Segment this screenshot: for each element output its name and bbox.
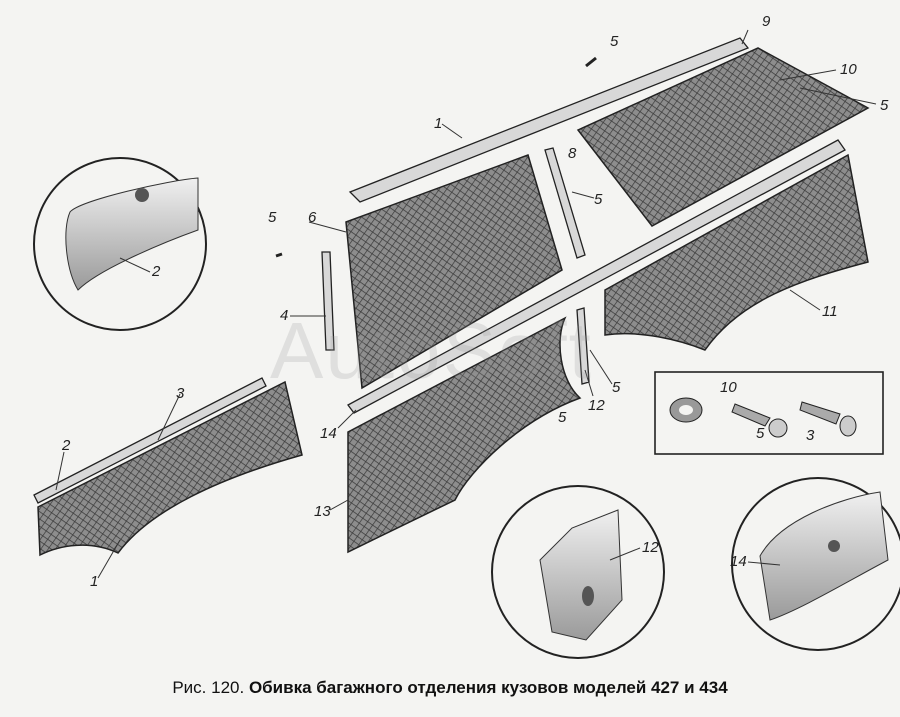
label-1-bottom: 1 <box>90 573 98 590</box>
trim-diagram: 1 5 9 10 5 8 5 6 5 4 11 14 5 12 5 13 2 3… <box>33 13 900 659</box>
label-13: 13 <box>314 503 331 520</box>
label-2-circle: 2 <box>151 263 161 280</box>
detail-circle-2 <box>33 157 207 331</box>
label-4: 4 <box>280 307 288 324</box>
caption-prefix: Рис. 120. <box>172 678 245 697</box>
label-12-circle: 12 <box>642 539 659 556</box>
screw-5-box <box>731 403 771 427</box>
panel-6 <box>345 154 563 390</box>
screw-5-left <box>275 252 283 258</box>
label-2-left: 2 <box>61 437 71 454</box>
screw-3-box <box>799 401 841 425</box>
strip-14 <box>347 139 846 414</box>
panel-1-lower <box>37 380 303 557</box>
label-11: 11 <box>822 303 838 320</box>
detail-circle-14 <box>731 477 900 651</box>
label-3-left: 3 <box>176 385 185 402</box>
label-6: 6 <box>308 209 317 226</box>
label-5-center: 5 <box>558 409 567 426</box>
label-14-circle: 14 <box>730 553 747 570</box>
label-9: 9 <box>762 13 771 30</box>
panel-13 <box>347 316 582 554</box>
label-5-right: 5 <box>880 97 889 114</box>
strip-4 <box>321 251 335 351</box>
label-5-lower: 5 <box>612 379 621 396</box>
fastener-box <box>654 371 884 455</box>
label-5-box: 5 <box>756 425 765 442</box>
screw-5-top <box>585 56 597 68</box>
label-5-mid: 5 <box>594 191 603 208</box>
strip-1-upper <box>348 37 750 203</box>
strip-8 <box>544 147 586 259</box>
panel-11 <box>604 153 869 351</box>
panel-9 <box>576 47 870 227</box>
label-8: 8 <box>568 145 577 162</box>
label-1-top: 1 <box>434 115 442 132</box>
label-5-top: 5 <box>610 33 619 50</box>
label-12-mid: 12 <box>588 397 605 414</box>
label-5-left: 5 <box>268 209 277 226</box>
strip-2-3 <box>33 377 267 504</box>
detail-circle-12 <box>491 485 665 659</box>
label-10-box: 10 <box>720 379 737 396</box>
caption-title: Обивка багажного отделения кузовов модел… <box>248 678 728 697</box>
label-3-box: 3 <box>806 427 815 444</box>
label-14-mid: 14 <box>320 425 337 442</box>
strip-12 <box>576 307 590 385</box>
label-10-top: 10 <box>840 61 857 78</box>
figure-caption: Рис. 120. Обивка багажного отделения куз… <box>0 678 900 698</box>
